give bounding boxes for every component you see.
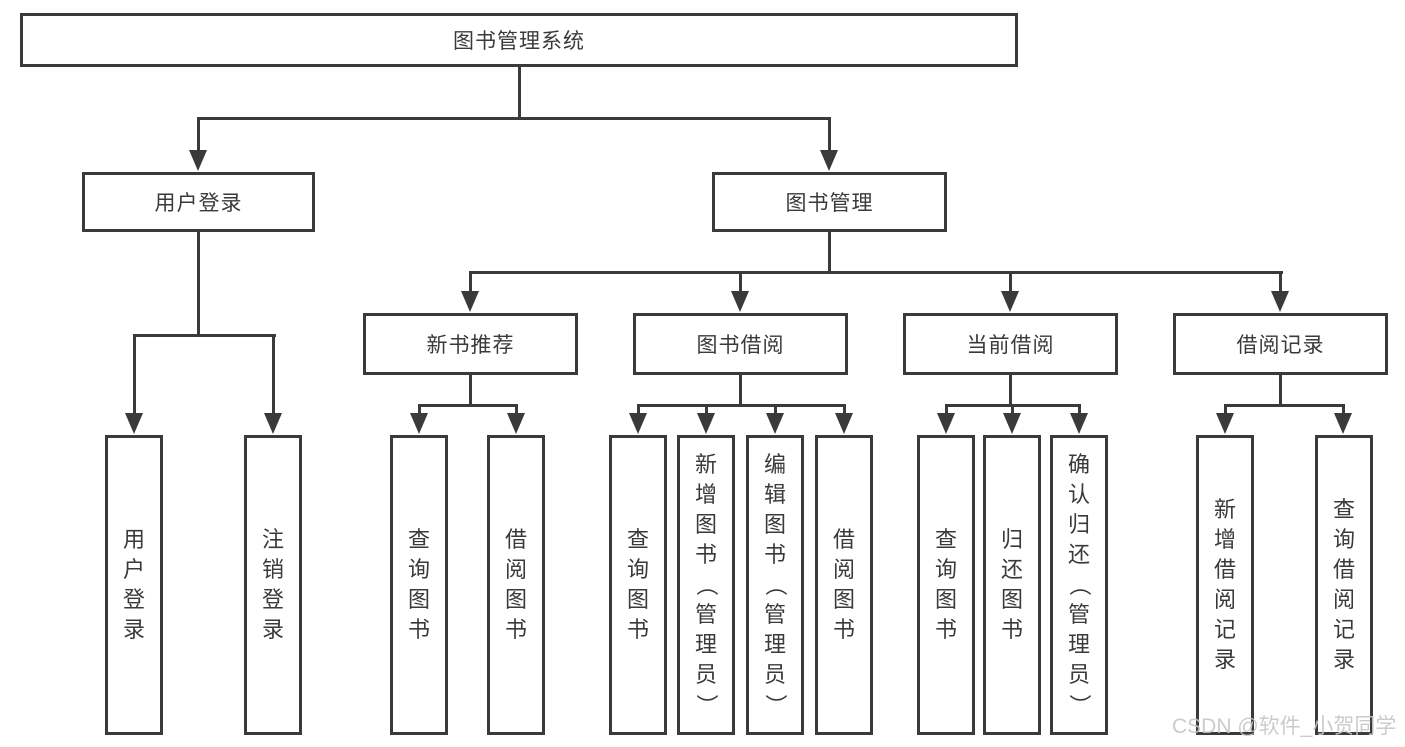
connector-line (197, 232, 200, 337)
connector-line (945, 404, 948, 417)
connector-arrow (410, 413, 428, 434)
connector-line (1279, 271, 1282, 293)
leaf-logout-login: 注销登录 (244, 435, 302, 735)
leaf-borrow-book-recommend: 借阅图书 (487, 435, 545, 735)
leaf-query-borrow-record: 查询借阅记录 (1315, 435, 1373, 735)
connector-arrow (731, 291, 749, 312)
node-borrow-record: 借阅记录 (1173, 313, 1388, 375)
connector-arrow (1271, 291, 1289, 312)
connector-line (828, 117, 831, 154)
leaf-label: 借阅图书 (832, 527, 855, 642)
connector-line (1224, 404, 1345, 407)
connector-line (705, 404, 708, 417)
connector-line (1009, 375, 1012, 407)
leaf-label: 新增借阅记录 (1213, 497, 1236, 672)
connector-line (1078, 404, 1081, 417)
leaf-query-book-current: 查询图书 (917, 435, 975, 735)
watermark: CSDN @软件_小贺同学 (1172, 715, 1397, 738)
node-current-borrow-label: 当前借阅 (966, 334, 1055, 357)
connector-line (133, 334, 276, 337)
node-borrow-record-label: 借阅记录 (1236, 334, 1325, 357)
leaf-add-borrow-record: 新增借阅记录 (1196, 435, 1254, 735)
node-book-management: 图书管理 (712, 172, 947, 232)
connector-arrow (1001, 291, 1019, 312)
connector-line (515, 404, 518, 417)
connector-line (418, 404, 421, 417)
connector-arrow (461, 291, 479, 312)
connector-arrow (125, 413, 143, 434)
leaf-label: 注销登录 (261, 527, 284, 642)
connector-line (843, 404, 846, 417)
connector-line (469, 271, 1283, 274)
connector-line (637, 404, 640, 417)
leaf-user-login: 用户登录 (105, 435, 163, 735)
connector-line (418, 404, 518, 407)
node-book-borrow: 图书借阅 (633, 313, 848, 375)
connector-arrow (820, 150, 838, 171)
connector-line (469, 375, 472, 407)
leaf-query-book-recommend: 查询图书 (390, 435, 448, 735)
connector-line (1011, 404, 1014, 417)
node-current-borrow: 当前借阅 (903, 313, 1118, 375)
leaf-confirm-return-admin: 确认归还（管理员） (1050, 435, 1108, 735)
connector-line (1224, 404, 1227, 417)
connector-arrow (1334, 413, 1352, 434)
connector-line (774, 404, 777, 417)
leaf-label: 查询图书 (626, 527, 649, 642)
leaf-label: 归还图书 (1000, 527, 1023, 642)
connector-line (1009, 271, 1012, 293)
node-root: 图书管理系统 (20, 13, 1018, 67)
connector-line (133, 334, 136, 416)
connector-line (469, 271, 472, 293)
leaf-label: 用户登录 (122, 527, 145, 642)
leaf-label: 借阅图书 (504, 527, 527, 642)
leaf-borrow-book: 借阅图书 (815, 435, 873, 735)
node-book-management-label: 图书管理 (785, 192, 874, 215)
connector-line (197, 117, 831, 120)
leaf-label: 确认归还（管理员） (1066, 452, 1092, 717)
node-user-login-label: 用户登录 (154, 192, 243, 215)
connector-arrow (766, 413, 784, 434)
leaf-return-book: 归还图书 (983, 435, 1041, 735)
connector-arrow (264, 413, 282, 434)
node-new-book-recommend-label: 新书推荐 (426, 334, 515, 357)
leaf-label: 查询借阅记录 (1332, 497, 1355, 672)
leaf-label: 新增图书（管理员） (693, 452, 719, 717)
leaf-add-book-admin: 新增图书（管理员） (677, 435, 735, 735)
leaf-label: 查询图书 (407, 527, 430, 642)
connector-line (739, 271, 742, 293)
connector-arrow (835, 413, 853, 434)
connector-line (1279, 375, 1282, 407)
node-book-borrow-label: 图书借阅 (696, 334, 785, 357)
node-new-book-recommend: 新书推荐 (363, 313, 578, 375)
leaf-label: 编辑图书（管理员） (762, 452, 788, 717)
connector-line (637, 404, 846, 407)
connector-line (272, 334, 275, 416)
node-user-login: 用户登录 (82, 172, 315, 232)
leaf-edit-book-admin: 编辑图书（管理员） (746, 435, 804, 735)
connector-line (518, 67, 521, 118)
connector-line (197, 117, 200, 154)
connector-arrow (1070, 413, 1088, 434)
connector-arrow (1003, 413, 1021, 434)
leaf-label: 查询图书 (934, 527, 957, 642)
connector-arrow (189, 150, 207, 171)
connector-line (828, 232, 831, 274)
leaf-query-book-borrow: 查询图书 (609, 435, 667, 735)
connector-arrow (629, 413, 647, 434)
node-root-label: 图书管理系统 (453, 30, 585, 53)
connector-arrow (1216, 413, 1234, 434)
connector-arrow (697, 413, 715, 434)
connector-line (739, 375, 742, 407)
connector-line (1342, 404, 1345, 417)
connector-arrow (937, 413, 955, 434)
connector-arrow (507, 413, 525, 434)
